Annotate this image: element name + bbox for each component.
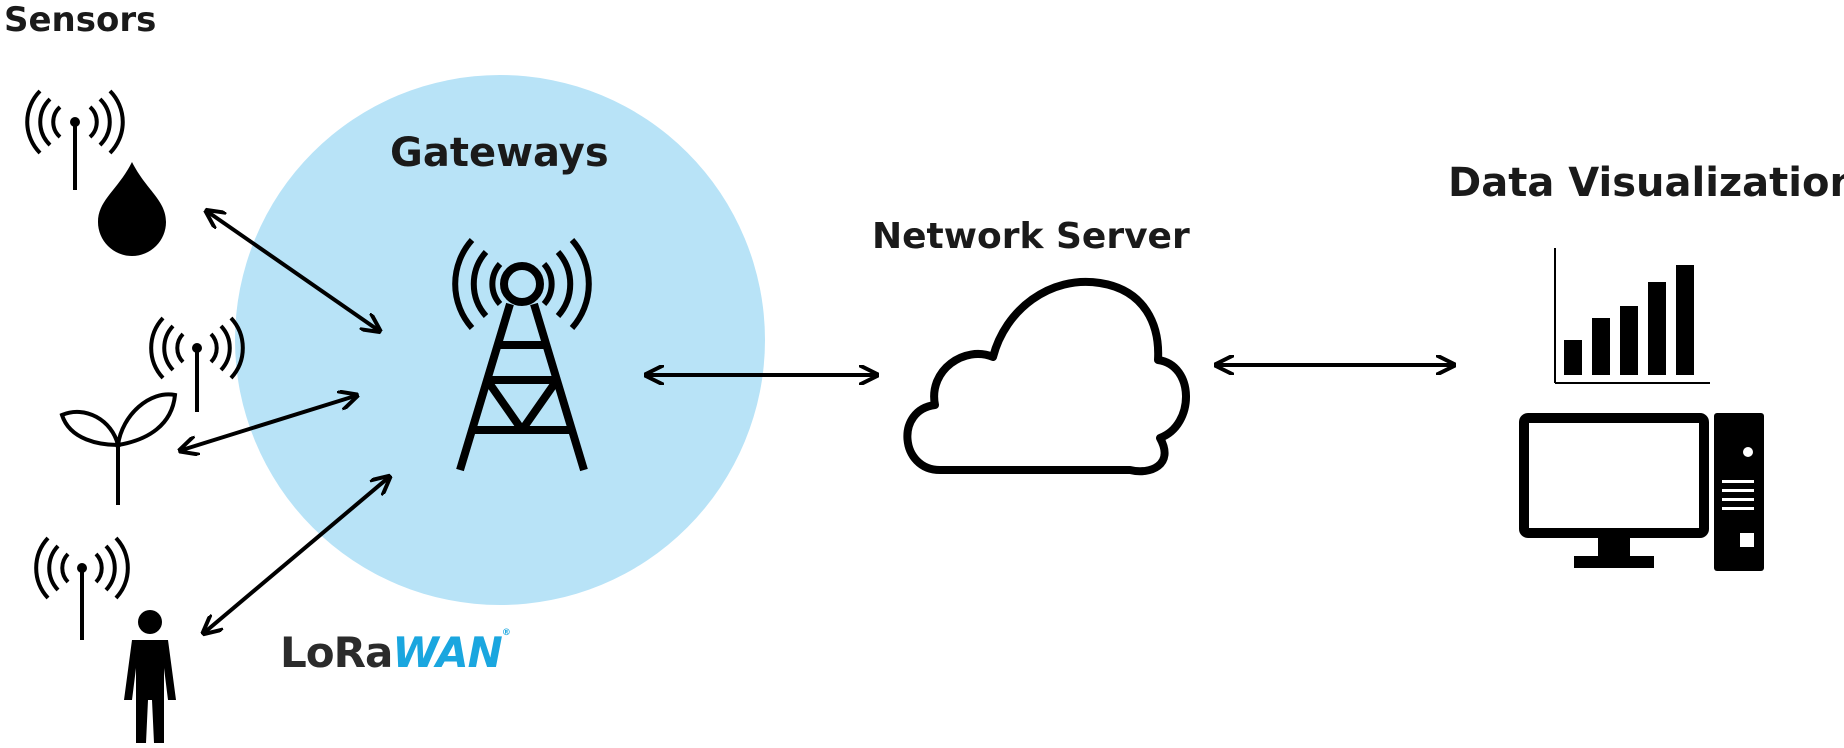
logo-wan-text: WAN: [392, 628, 502, 677]
desktop-computer-icon: [1519, 413, 1764, 571]
gateways-label: Gateways: [390, 130, 609, 176]
lorawan-logo: LoRaWAN®: [280, 628, 511, 677]
cloud-icon: [903, 277, 1190, 476]
sensors-label: Sensors: [4, 0, 157, 40]
plant-sensor-icon: [59, 316, 245, 505]
bar-chart-icon: [1554, 248, 1710, 384]
radio-tower-icon: [452, 238, 592, 472]
water-drop-sensor-icon: [25, 89, 166, 256]
data-visualization-label: Data Visualization: [1448, 160, 1844, 206]
logo-lora-text: LoRa: [280, 628, 393, 677]
logo-registered-mark: ®: [501, 628, 511, 638]
network-server-label: Network Server: [872, 216, 1190, 257]
sensors-to-gateway-arrows: [182, 212, 388, 632]
person-sensor-icon: [34, 536, 176, 743]
